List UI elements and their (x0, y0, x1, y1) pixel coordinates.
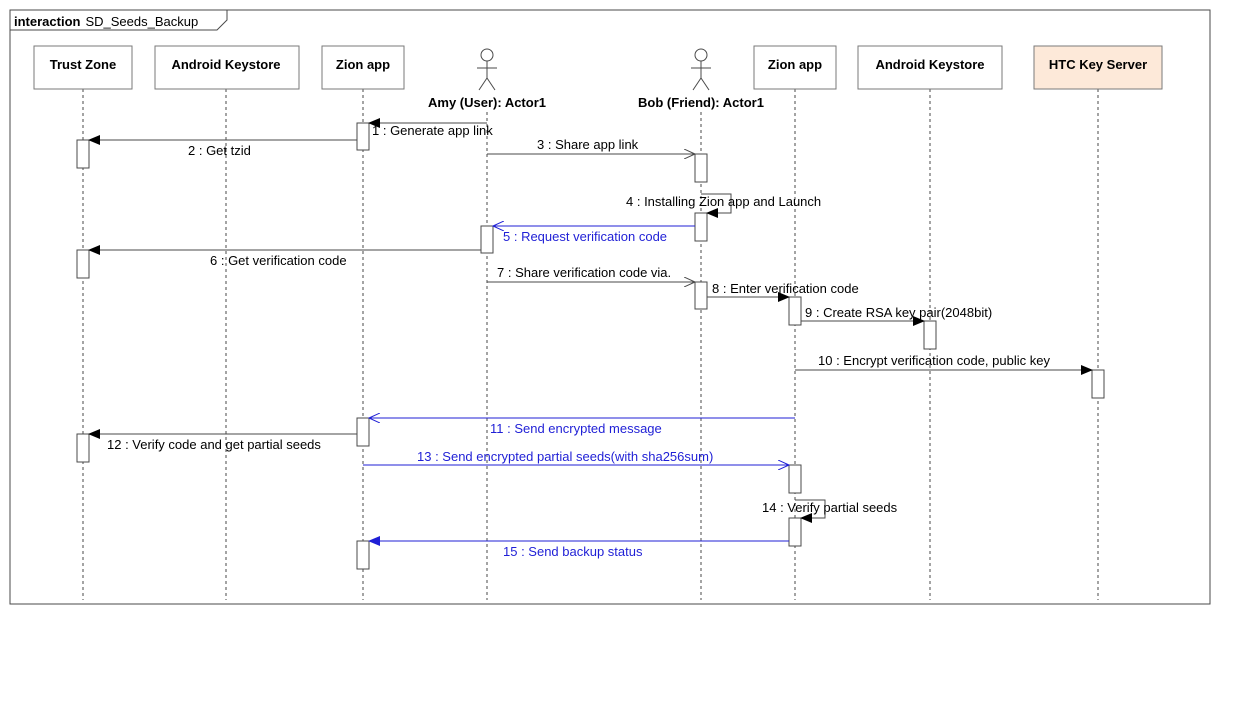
activation-bob-3 (694, 281, 708, 310)
message-label: 5 : Request verification code (503, 229, 667, 244)
actor-label: Bob (Friend): Actor1 (638, 95, 764, 110)
actor-icon (477, 48, 497, 91)
message-label: 6 : Get verification code (210, 253, 347, 268)
message-13: 13 : Send encrypted partial seeds(with s… (363, 449, 789, 465)
actor-label: Amy (User): Actor1 (428, 95, 546, 110)
message-label: 12 : Verify code and get partial seeds (107, 437, 321, 452)
participant-label: Trust Zone (50, 57, 116, 72)
activation-zion2-3 (788, 517, 802, 547)
message-7: 7 : Share verification code via. (487, 265, 695, 282)
message-label: 1 : Generate app link (372, 123, 493, 138)
participant-label: Android Keystore (171, 57, 280, 72)
participant-box (857, 45, 1003, 90)
participant-htc-key-server: HTC Key Server (1033, 45, 1163, 90)
participant-label: Zion app (336, 57, 390, 72)
frame-keyword: interaction (14, 14, 81, 29)
participant-box (154, 45, 300, 90)
frame-title: interaction SD_Seeds_Backup (14, 14, 198, 29)
message-4: 4 : Installing Zion app and Launch (626, 193, 821, 218)
message-arrow (701, 193, 732, 218)
activation-zion2-2 (788, 464, 802, 494)
activation-zion2-1 (788, 296, 802, 326)
participants: Trust Zone Android Keystore Zion app Amy… (33, 45, 1163, 110)
message-label: 3 : Share app link (537, 137, 639, 152)
activation-zion1-1 (356, 122, 370, 151)
participant-android-keystore-1: Android Keystore (154, 45, 300, 90)
actor-icon (691, 48, 711, 91)
participant-trust-zone: Trust Zone (33, 45, 133, 90)
activation-zion1-2 (356, 417, 370, 447)
participant-box (753, 45, 837, 90)
message-arrow (795, 499, 826, 523)
message-label: 13 : Send encrypted partial seeds(with s… (417, 449, 713, 464)
message-label: 2 : Get tzid (188, 143, 251, 158)
participant-label: Zion app (768, 57, 822, 72)
message-1: 1 : Generate app link (368, 118, 493, 138)
message-14: 14 : Verify partial seeds (762, 499, 898, 523)
message-15: 15 : Send backup status (368, 536, 789, 559)
participant-box (1033, 45, 1163, 90)
message-3: 3 : Share app link (487, 137, 695, 154)
frame-border (9, 9, 1211, 605)
activation-bob-1 (694, 153, 708, 183)
message-11: 11 : Send encrypted message (369, 418, 795, 436)
participant-zion-app-2: Zion app (753, 45, 837, 90)
message-label: 15 : Send backup status (503, 544, 643, 559)
interaction-frame: interaction SD_Seeds_Backup (9, 9, 1211, 605)
participant-label: Android Keystore (875, 57, 984, 72)
activation-tz-3 (76, 433, 90, 463)
activation-tz-2 (76, 249, 90, 279)
participant-zion-app-1: Zion app (321, 45, 405, 90)
participant-amy: Amy (User): Actor1 (428, 48, 546, 110)
participant-bob: Bob (Friend): Actor1 (638, 48, 764, 110)
activation-htc-1 (1091, 369, 1105, 399)
message-label: 4 : Installing Zion app and Launch (626, 194, 821, 209)
message-label: 14 : Verify partial seeds (762, 500, 898, 515)
message-2: 2 : Get tzid (88, 135, 357, 158)
activation-zion1-3 (356, 540, 370, 570)
message-label: 9 : Create RSA key pair(2048bit) (805, 305, 992, 320)
participant-box (33, 45, 133, 90)
participant-label: HTC Key Server (1049, 57, 1147, 72)
messages: 1 : Generate app link 2 : Get tzid 3 : S… (88, 118, 1093, 559)
participant-android-keystore-2: Android Keystore (857, 45, 1003, 90)
message-10: 10 : Encrypt verification code, public k… (795, 353, 1093, 375)
message-label: 7 : Share verification code via. (497, 265, 671, 280)
message-label: 10 : Encrypt verification code, public k… (818, 353, 1050, 368)
message-9: 9 : Create RSA key pair(2048bit) (801, 305, 992, 326)
activation-bars (76, 122, 1105, 570)
activation-bob-2 (694, 212, 708, 242)
message-6: 6 : Get verification code (88, 245, 481, 268)
message-label: 8 : Enter verification code (712, 281, 859, 296)
frame-tab (10, 10, 228, 31)
activation-amy-1 (480, 225, 494, 254)
lifelines (82, 89, 1099, 600)
message-label: 11 : Send encrypted message (490, 421, 662, 436)
activation-tz-1 (76, 139, 90, 169)
participant-box (321, 45, 405, 90)
message-8: 8 : Enter verification code (707, 281, 859, 302)
frame-name: SD_Seeds_Backup (85, 14, 198, 29)
activation-ak2-1 (923, 320, 937, 350)
message-12: 12 : Verify code and get partial seeds (88, 429, 357, 452)
message-5: 5 : Request verification code (493, 226, 695, 244)
